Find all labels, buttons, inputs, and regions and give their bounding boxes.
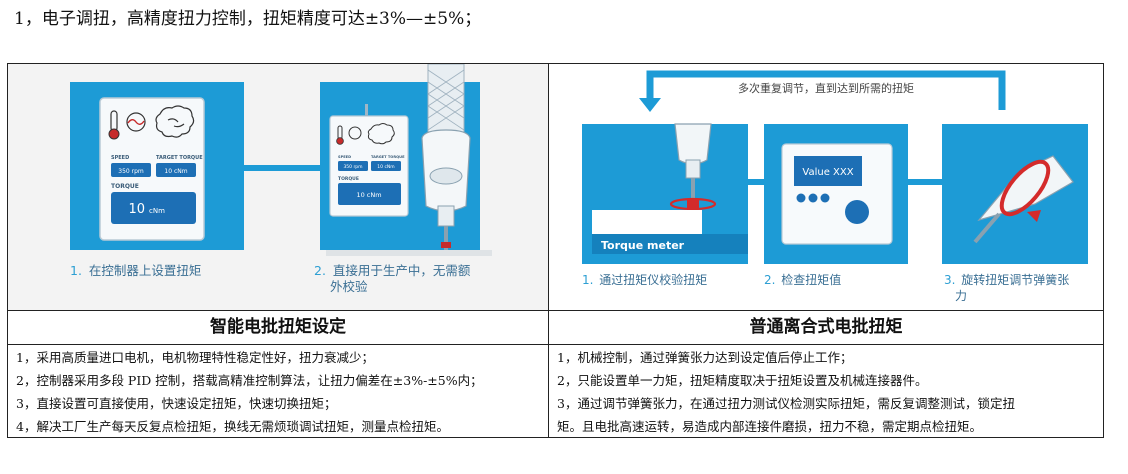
row-divider-top [8,310,1103,311]
knob-icon [845,200,869,224]
left-point: 4，解决工厂生产每天反复点检扭矩，换线无需烦琐调试扭矩，测量点检扭矩。 [16,419,449,434]
right-point: 1，机械控制，通过弹簧张力达到设定值后停止工作； [557,350,853,365]
left-point: 2，控制器采用多段 PID 控制，搭载高精准控制算法，让扭力偏差在±3%-±5%… [16,373,483,388]
thermometer-icon [108,110,120,140]
svg-text:1. 通过扭矩仪校验扭矩: 1. 通过扭矩仪校验扭矩 [582,272,707,287]
torque-value-small: 10 cNm [356,191,381,199]
comparison-table: SPEED TARGET TORQUE 350 rpm 10 cNm TORQU… [7,63,1104,438]
left-point: 3，直接设置可直接使用，快速设定扭矩，快速切换扭矩； [16,396,337,411]
r-caption3-line1: 旋转扭矩调节弹簧张 [961,272,1069,287]
caption2-line2: 外校验 [330,279,368,294]
loop-label: 多次重复调节，直到达到所需的扭矩 [738,81,914,95]
speed-label-small: SPEED [338,155,351,159]
arrow-down-icon [639,98,661,112]
display-value: Value XXX [802,167,853,178]
thermometer-icon-small [336,125,344,145]
speed-value: 350 rpm [118,168,144,175]
clutch-driver-diagram: 多次重复调节，直到达到所需的扭矩 Torque meter Value XXX [582,70,1088,303]
brain-icon [155,105,195,138]
right-point: 2，只能设置单一力矩，扭矩精度取决于扭矩设置及机械连接器件。 [557,373,928,388]
r-caption1-number: 1. [582,273,593,287]
torque-label-small: TORQUE [338,176,359,182]
section-heading: 1，电子调扭，高精度扭力控制，扭矩精度可达±3%—±5%； [14,9,482,29]
left-point: 1，采用高质量进口电机，电机物理特性稳定性好，扭力衰减少； [16,350,374,365]
svg-text:1. 在控制器上设置扭矩: 1. 在控制器上设置扭矩 [70,263,201,278]
caption2-line1: 直接用于生产中，无需额 [333,263,471,278]
r-caption2-text: 检查扭矩值 [781,272,841,287]
r-caption2-number: 2. [764,273,775,287]
caption1-number: 1. [70,263,82,278]
clutch-driver-illustration: 多次重复调节，直到达到所需的扭矩 Torque meter Value XXX [549,64,1103,310]
svg-text:2. 检查扭矩值: 2. 检查扭矩值 [764,272,841,287]
left-title: 智能电批扭矩设定 [210,317,346,337]
brain-icon-small [367,123,395,145]
left-points: 1，采用高质量进口电机，电机物理特性稳定性好，扭力衰减少； 2，控制器采用多段 … [16,346,544,438]
right-point: 3，通过调节弹簧张力，在通过扭力测试仪检测实际扭矩，需反复调整测试，锁定扭 [557,396,1015,411]
right-points: 1，机械控制，通过弹簧张力达到设定值后停止工作； 2，只能设置单一力矩，扭矩精度… [557,346,1099,438]
target-torque-value-small: 10 cNm [377,164,394,170]
torque-label: TORQUE [111,183,139,190]
svg-text:2. 直接用于生产中，无需额: 2. 直接用于生产中，无需额 [314,263,471,278]
speed-label: SPEED [111,155,129,161]
right-title: 普通离合式电批扭矩 [749,317,903,337]
caption1-text: 在控制器上设置扭矩 [89,263,202,278]
smart-driver-diagram: SPEED TARGET TORQUE 350 rpm 10 cNm TORQU… [70,64,492,294]
electric-screwdriver-icon [326,64,492,256]
gauge-icon-small [348,126,362,140]
column-divider [548,64,549,437]
torque-unit: cNm [149,207,165,215]
caption2-number: 2. [314,263,326,278]
svg-text:3. 旋转扭矩调节弹簧张: 3. 旋转扭矩调节弹簧张 [944,272,1069,287]
torque-value: 10 [128,202,145,217]
target-torque-label: TARGET TORQUE [156,155,203,161]
target-torque-label-small: TARGET TORQUE [371,155,405,159]
torque-meter-screwdriver-icon [669,123,717,211]
torque-meter-label: Torque meter [601,239,685,252]
rotate-spring-icon [973,155,1074,244]
target-torque-value: 10 cNm [164,168,187,175]
smart-driver-illustration: SPEED TARGET TORQUE 350 rpm 10 cNm TORQU… [8,64,548,310]
row-divider-bottom [8,344,1103,345]
r-caption3-line2: 力 [955,289,967,303]
r-caption1-text: 通过扭矩仪校验扭矩 [599,272,707,287]
right-point: 矩。且电批高速运转，易造成内部连接件磨损，扭力不稳，需定期点检扭矩。 [557,419,983,434]
speed-value-small: 350 rpm [343,164,362,170]
gauge-icon [126,112,146,132]
r-caption3-number: 3. [944,273,955,287]
